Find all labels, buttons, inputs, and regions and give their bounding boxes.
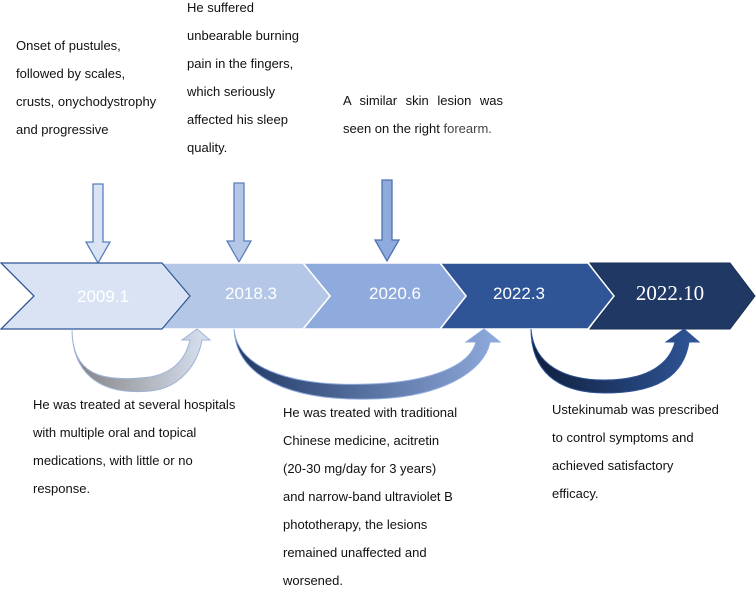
year-label-2: 2018.3 — [225, 284, 277, 303]
curved-arrow-2 — [233, 328, 502, 400]
down-arrow-1 — [84, 183, 112, 265]
down-arrow-3 — [373, 179, 401, 263]
treatment-note-tcm-acitretin: He was treated with traditional Chinese … — [283, 405, 458, 588]
event-note-burning-pain: He suffered unbearable burning pain in t… — [187, 0, 300, 155]
treatment-note-hospitals: He was treated at several hospitals with… — [33, 397, 236, 496]
year-label-5: 2022.10 — [636, 281, 704, 305]
year-label-3: 2020.6 — [369, 284, 421, 303]
treatment-note-ustekinumab: Ustekinumab was prescribed to control sy… — [552, 402, 719, 501]
stage-chevron-1 — [0, 262, 191, 330]
year-label-4: 2022.3 — [493, 284, 545, 303]
event-note-forearm-main: A similar skin lesion was seen on the ri… — [343, 93, 503, 136]
curved-arrow-1 — [71, 328, 212, 393]
year-label-1: 2009.1 — [77, 287, 129, 306]
timeline-stage-2009-1 — [0, 262, 191, 330]
down-arrow-2 — [225, 182, 253, 264]
event-note-forearm-tail: forearm. — [443, 121, 492, 136]
curved-arrow-3 — [530, 328, 701, 394]
event-note-forearm-lesion: A similar skin lesion was seen on the ri… — [343, 87, 503, 143]
event-note-onset: Onset of pustules, followed by scales, c… — [16, 38, 157, 137]
